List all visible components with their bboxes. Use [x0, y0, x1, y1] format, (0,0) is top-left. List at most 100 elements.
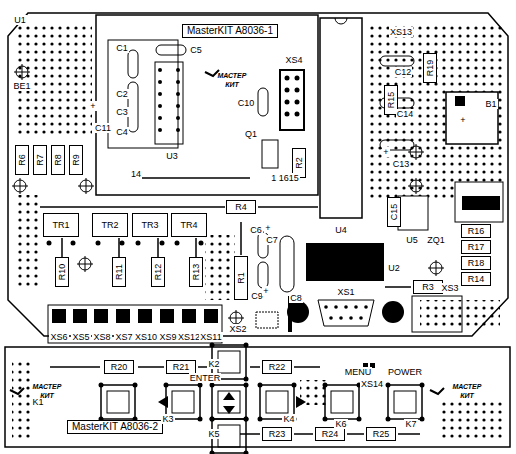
- part-name: R3: [422, 282, 434, 292]
- component-outline: C15: [387, 197, 401, 227]
- component-outline: R9: [69, 145, 83, 175]
- transformer-outline: TR1: [43, 213, 79, 237]
- silkscreen-label: XS6: [49, 332, 68, 342]
- component-outline: R12: [151, 257, 165, 287]
- component-outline: R25: [366, 427, 396, 441]
- part-name: R14: [468, 274, 485, 284]
- component-outline: R20: [104, 360, 134, 374]
- component-outline: R1: [234, 256, 248, 300]
- silkscreen-label: C14: [396, 109, 415, 119]
- part-name: TR3: [141, 220, 158, 230]
- silkscreen-label: C13: [392, 159, 411, 169]
- part-name: R11: [114, 264, 124, 280]
- component-outline: R24: [315, 427, 345, 441]
- part-name: R1: [236, 272, 246, 284]
- silkscreen-label: C8: [289, 293, 303, 303]
- logo-text: КИТ: [39, 391, 55, 401]
- component-outline: R7: [33, 145, 47, 175]
- component-outline: R6: [15, 145, 29, 175]
- part-name: C15: [389, 204, 399, 221]
- part-name: R22: [269, 362, 286, 372]
- part-name: R4: [235, 202, 247, 212]
- part-name: R8: [53, 154, 63, 166]
- component-outline: R4: [226, 200, 256, 214]
- part-name: R25: [373, 429, 390, 439]
- silkscreen-label: U4: [334, 225, 348, 235]
- component-outline: R21: [166, 360, 196, 374]
- silkscreen-label: XS5: [71, 332, 90, 342]
- silkscreen-label: B1: [484, 99, 497, 109]
- silkscreen-label: +: [264, 223, 271, 233]
- silkscreen-label: 1 1615: [270, 173, 300, 183]
- board-title-box: MasterKIT A8036-2: [67, 420, 163, 434]
- silkscreen-label: +: [459, 115, 466, 125]
- silkscreen-label: K2: [207, 359, 220, 369]
- silkscreen-label: K3: [161, 414, 174, 424]
- component-outline: R19: [423, 53, 437, 83]
- component-outline: R23: [262, 427, 292, 441]
- logo-text: МАСТЕР: [32, 382, 63, 392]
- silkscreen-label: XS3: [440, 283, 459, 293]
- component-outline: R10: [55, 257, 69, 287]
- component-outline: R11: [112, 257, 126, 287]
- silkscreen-label: XS11: [199, 332, 222, 342]
- logo-text: КИТ: [459, 391, 475, 401]
- part-name: TR4: [180, 220, 197, 230]
- silkscreen-label: C3: [115, 107, 129, 117]
- part-name: R13: [191, 264, 201, 281]
- silkscreen-label: U1: [13, 15, 27, 25]
- component-outline: R13: [189, 257, 203, 287]
- part-name: TR1: [52, 220, 69, 230]
- part-name: R24: [322, 429, 339, 439]
- component-outline: R17: [461, 240, 491, 254]
- transformer-outline: TR3: [132, 213, 168, 237]
- silkscreen-label: +: [262, 286, 269, 296]
- silkscreen-label: U3: [165, 151, 179, 161]
- part-name: MasterKIT A8036-1: [187, 26, 273, 36]
- transformer-outline: TR4: [171, 213, 207, 237]
- silkscreen-label: XS13: [389, 27, 413, 37]
- part-name: R21: [173, 362, 190, 372]
- silkscreen-label: C12: [394, 67, 413, 77]
- part-name: R6: [17, 154, 27, 166]
- part-name: R19: [425, 60, 435, 77]
- part-name: TR2: [101, 220, 118, 230]
- silkscreen-label: POWER: [387, 367, 423, 377]
- part-name: R2: [294, 157, 304, 169]
- silkscreen-label: K7: [404, 419, 417, 429]
- silkscreen-label: C5: [189, 45, 203, 55]
- part-name: R15: [386, 92, 396, 109]
- component-outline: R16: [461, 224, 491, 238]
- part-name: R16: [468, 226, 485, 236]
- component-outline: R8: [51, 145, 65, 175]
- silkscreen-label: XS2: [228, 324, 247, 334]
- part-name: R10: [57, 264, 67, 281]
- silkscreen-label: BE1: [12, 81, 31, 91]
- transformer-outline: TR2: [92, 213, 128, 237]
- silkscreen-label: 14: [130, 169, 142, 179]
- silkscreen-label: C11: [94, 123, 112, 133]
- silkscreen-label: C1: [115, 43, 129, 53]
- component-outline: R3: [413, 280, 443, 294]
- silkscreen-label: C4: [115, 127, 129, 137]
- silkscreen-label: U2: [387, 263, 401, 273]
- silkscreen-label: XS7: [114, 332, 133, 342]
- silkscreen-label: XS9: [158, 332, 177, 342]
- silkscreen-label: C6: [249, 225, 263, 235]
- part-name: R7: [35, 154, 45, 166]
- silkscreen-label: K4: [282, 414, 295, 424]
- part-name: MasterKIT A8036-2: [72, 422, 158, 432]
- silkscreen-label: +: [89, 101, 96, 111]
- silkscreen-label: C7: [265, 235, 279, 245]
- silkscreen-label: U5: [405, 235, 419, 245]
- part-name: R23: [269, 429, 286, 439]
- silkscreen-label: K6: [334, 419, 347, 429]
- silkscreen-label: ZQ1: [426, 235, 446, 245]
- logo-text: КИТ: [224, 80, 240, 90]
- part-name: R9: [71, 154, 81, 166]
- silkscreen-label: XS8: [92, 332, 111, 342]
- component-outline: R22: [262, 360, 292, 374]
- silkscreen-label: XS1: [336, 287, 355, 297]
- logo-text: МАСТЕР: [452, 382, 483, 392]
- part-name: R12: [153, 264, 163, 281]
